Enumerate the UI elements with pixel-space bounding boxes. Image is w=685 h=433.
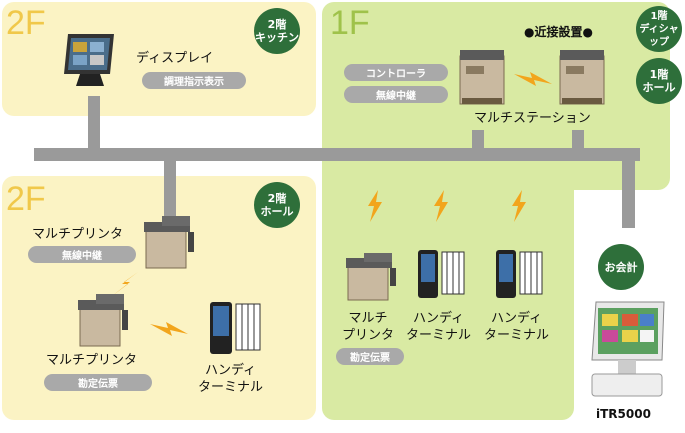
bus-main: [34, 148, 640, 161]
display-label: ディスプレイ: [136, 51, 214, 66]
touch-display-icon: [64, 34, 114, 86]
lightning-icon-2f-b: [150, 322, 188, 336]
badge-1f-dishup: 1階 ディシャップ: [636, 6, 682, 52]
printer-2f-top-pill: 無線中継: [28, 246, 136, 263]
multi-station-right-icon: [559, 50, 605, 105]
printer-1f-label: マルチ プリンタ: [342, 311, 395, 343]
handy-1f-a-label: ハンディ ターミナル: [406, 311, 472, 343]
printer-2f-bottom-pill: 勘定伝票: [44, 374, 152, 391]
printer-1f-icon: [346, 253, 396, 301]
bus-station-right: [572, 130, 584, 152]
lightning-icon-1f-c: [512, 190, 526, 222]
station-label: マルチステーション: [474, 111, 591, 126]
bus-printer-drop: [164, 156, 176, 222]
badge-checkout: お会計: [598, 244, 644, 290]
floor-label-1f: 1F: [330, 4, 370, 42]
bus-station-left: [472, 130, 484, 152]
badge-2f-hall: 2階 ホール: [254, 182, 300, 228]
pos-terminal-icon: [591, 301, 665, 397]
lightning-icon-1f-b: [434, 190, 448, 222]
display-pill: 調理指示表示: [142, 72, 246, 89]
handy-terminal-1f-b-icon: [496, 250, 543, 298]
badge-1f-hall: 1階 ホール: [636, 58, 682, 104]
floor-label-2f-top: 2F: [6, 4, 46, 42]
handy-terminal-2f-icon: [210, 302, 261, 354]
floor-label-2f-bottom: 2F: [6, 180, 46, 218]
station-pill-controller: コントローラ: [344, 64, 448, 81]
printer-2f-bottom-label: マルチプリンタ: [46, 353, 138, 368]
badge-2f-kitchen: 2階 キッチン: [254, 8, 300, 54]
printer-2f-bottom-icon: [78, 294, 128, 347]
multi-station-left-icon: [459, 50, 505, 105]
printer-2f-top-icon: [144, 216, 194, 269]
lightning-icon-station: [514, 72, 552, 86]
bus-pos-drop: [622, 148, 635, 228]
printer-1f-pill: 勘定伝票: [336, 348, 404, 365]
handy-2f-label: ハンディ ターミナル: [198, 363, 264, 395]
station-note: ●近接設置●: [524, 25, 593, 39]
printer-2f-top-label: マルチプリンタ: [32, 227, 124, 242]
station-pill-relay: 無線中継: [344, 86, 448, 103]
pos-label: iTR5000: [596, 407, 651, 421]
lightning-icon-2f-a: [112, 272, 138, 296]
lightning-icon-1f-a: [368, 190, 382, 222]
bus-display-drop: [88, 96, 100, 152]
handy-terminal-1f-a-icon: [418, 250, 465, 298]
handy-1f-b-label: ハンディ ターミナル: [484, 311, 550, 343]
